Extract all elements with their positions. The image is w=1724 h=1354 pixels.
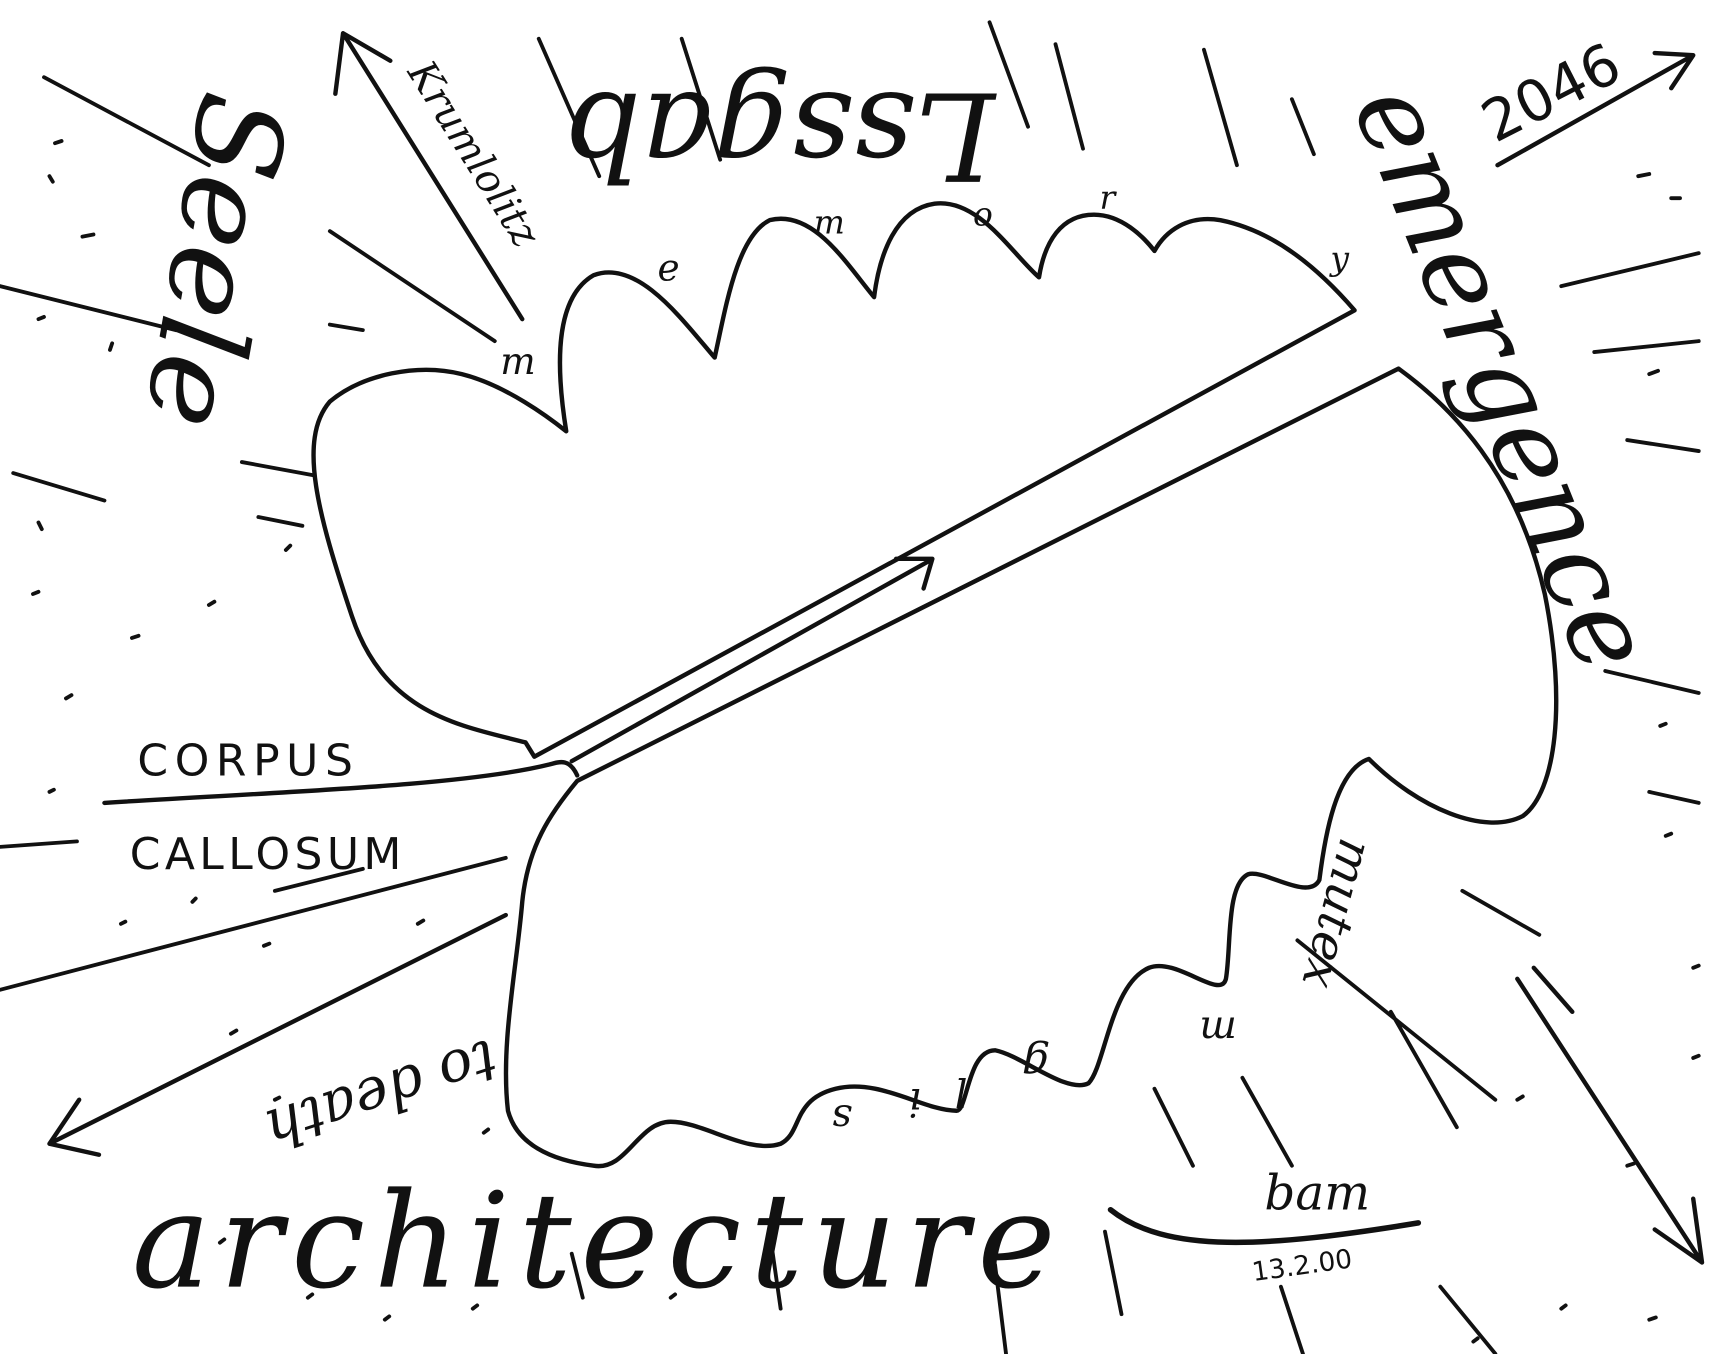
radiating-lines xyxy=(0,20,1701,1354)
arrow-bottom-left xyxy=(47,912,508,1157)
signature-underline xyxy=(1107,1206,1422,1246)
label-arrow-bottom-left: to death xyxy=(257,1026,505,1163)
lower-letter: i xyxy=(909,1079,922,1125)
memory-letter: y xyxy=(1328,239,1349,278)
label-top-word: Lssgab xyxy=(564,65,997,206)
arrow-top-left xyxy=(333,31,525,322)
scattered-dashes xyxy=(31,139,1701,1344)
signature-name: bam xyxy=(1264,1166,1370,1222)
label-bottom-word: architecture xyxy=(132,1166,1064,1319)
inner-arrow xyxy=(569,556,935,764)
lower-letter: l xyxy=(955,1068,968,1114)
lower-letter: m xyxy=(1199,1007,1237,1053)
memory-letter: o xyxy=(973,195,993,234)
label-corpus: CORPUS xyxy=(137,735,359,786)
signature-date: 13.2.00 xyxy=(1250,1244,1354,1288)
arrow-bottom-right xyxy=(1515,965,1705,1265)
label-left-word: Seele xyxy=(116,83,313,439)
memory-letter: e xyxy=(657,246,679,290)
label-lower-right-word: mutex xyxy=(1290,833,1384,995)
memory-letter: m xyxy=(814,202,845,241)
corpus-callosum-line xyxy=(102,759,580,806)
lower-letter: s xyxy=(832,1095,852,1141)
memory-letter: r xyxy=(1099,178,1117,217)
lower-letter: g xyxy=(1022,1039,1050,1090)
memory-letter: m xyxy=(500,339,535,383)
lower-hemisphere-outline xyxy=(503,366,1559,1169)
upper-hemisphere-outline xyxy=(311,201,1357,759)
label-callosum: CALLOSUM xyxy=(130,829,406,880)
arrow-top-right xyxy=(1495,50,1696,168)
